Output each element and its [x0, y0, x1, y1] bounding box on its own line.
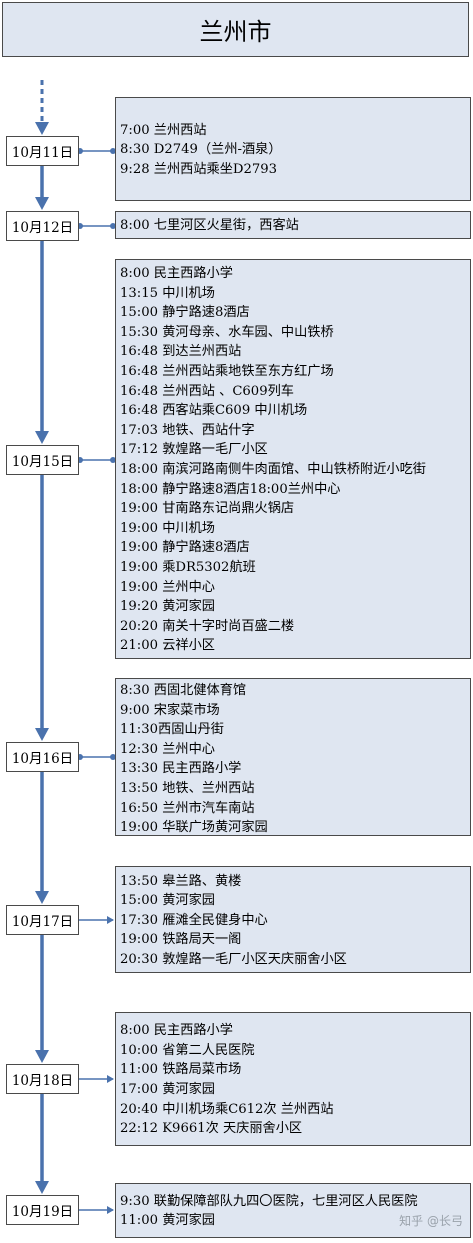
- connector-dot: [110, 754, 116, 760]
- event-item: 10:00 省第二人民医院: [120, 1042, 255, 1058]
- event-item: 19:20 黄河家园: [120, 599, 215, 615]
- event-item: 11:00 黄河家园: [120, 1213, 215, 1229]
- event-item: 17:12 敦煌路一毛厂小区: [120, 442, 268, 458]
- event-box: 7:00 兰州西站 8:30 D2749（兰州-酒泉） 9:28 兰州西站乘坐D27…: [115, 97, 471, 201]
- event-item: 13:30 民主西路小学: [120, 761, 242, 777]
- timeline-arrowhead: [35, 431, 49, 444]
- event-item: 18:00 南滨河路南侧牛肉面馆、中山铁桥附近小吃街: [120, 461, 426, 477]
- event-item: 19:00 静宁路速8酒店: [120, 540, 250, 556]
- timeline-arrowhead: [35, 891, 49, 904]
- event-item: 16:48 到达兰州西站: [120, 344, 242, 360]
- event-item: 19:00 乘DR5302航班: [120, 559, 256, 575]
- event-box: 8:30 西固北健体育馆 9:00 宋家菜市场 11:30西固山丹街 12:30 兰州…: [115, 678, 471, 836]
- event-item: 20:40 中川机场乘C612次 兰州西站: [120, 1101, 334, 1117]
- event-item: 13:50 皋兰路、黄楼: [120, 873, 242, 889]
- event-box: 8:00 民主西路小学 10:00 省第二人民医院 11:00 铁路局菜市场 17:0…: [115, 1012, 471, 1146]
- event-item: 21:00 云祥小区: [120, 638, 215, 654]
- connector-dot: [110, 457, 116, 463]
- event-item: 15:00 黄河家园: [120, 893, 215, 909]
- event-item: 19:00 铁路局天一阁: [120, 932, 242, 948]
- timeline-arrowhead: [35, 122, 49, 135]
- event-item: 11:30西固山丹街: [120, 722, 224, 738]
- city-title: 兰州市: [2, 2, 469, 57]
- event-item: 11:00 铁路局菜市场: [120, 1062, 242, 1078]
- event-box: 9:30 联勤保障部队九四〇医院，七里河区人民医院 11:00 黄河家园: [115, 1183, 471, 1238]
- event-item: 13:15 中川机场: [120, 285, 215, 301]
- date-label: 10月17日: [6, 905, 79, 935]
- date-label: 10月18日: [6, 1064, 79, 1094]
- event-item: 8:30 D2749（兰州-酒泉）: [120, 142, 282, 158]
- event-item: 16:48 兰州西站 、C609列车: [120, 383, 294, 399]
- connector-dot: [110, 223, 116, 229]
- event-item: 19:00 兰州中心: [120, 579, 215, 595]
- event-item: 19:00 甘南路东记尚鼎火锅店: [120, 501, 295, 517]
- event-item: 12:30 兰州中心: [120, 741, 215, 757]
- timeline-arrowhead: [35, 197, 49, 210]
- date-label: 10月11日: [6, 136, 79, 166]
- timeline-arrowhead: [35, 1181, 49, 1194]
- event-box: 13:50 皋兰路、黄楼 15:00 黄河家园 17:30 雁滩全民健身中心 19:0…: [115, 866, 471, 973]
- event-box: 8:00 民主西路小学 13:15 中川机场 15:00 静宁路速8酒店 15:30 …: [115, 259, 471, 659]
- event-item: 18:00 静宁路速8酒店18:00兰州中心: [120, 481, 341, 497]
- event-item: 8:00 民主西路小学: [120, 1023, 233, 1039]
- date-label: 10月16日: [6, 742, 79, 772]
- event-item: 19:00 中川机场: [120, 520, 215, 536]
- event-item: 8:00 民主西路小学: [120, 266, 233, 281]
- event-item: 9:28 兰州西站乘坐D2793: [120, 161, 278, 177]
- event-item: 15:30 黄河母亲、水车园、中山铁桥: [120, 324, 334, 340]
- timeline-arrowhead: [35, 728, 49, 741]
- timeline-arrowhead: [35, 1050, 49, 1063]
- event-item: 9:30 联勤保障部队九四〇医院，七里河区人民医院: [120, 1193, 418, 1209]
- event-item: 8:30 西固北健体育馆: [120, 683, 247, 698]
- date-label: 10月19日: [6, 1195, 79, 1225]
- event-item: 20:30 敦煌路一毛厂小区天庆丽舍小区: [120, 951, 347, 967]
- event-item: 17:00 黄河家园: [120, 1081, 215, 1097]
- event-item: 17:03 地铁、西站什字: [120, 422, 255, 438]
- event-item: 7:00 兰州西站: [120, 122, 207, 138]
- event-item: 13:50 地铁、兰州西站: [120, 780, 255, 796]
- event-item: 15:00 静宁路速8酒店: [120, 305, 250, 321]
- date-label: 10月12日: [6, 211, 79, 241]
- connector-dot: [110, 148, 116, 154]
- connector-arrowhead: [107, 1206, 114, 1214]
- event-item: 8:00 七里河区火星街，西客站: [120, 218, 299, 234]
- connector-arrowhead: [107, 916, 114, 924]
- event-item: 16:48 兰州西站乘地铁至东方红广场: [120, 363, 334, 379]
- watermark: 知乎 @长弓: [399, 1214, 463, 1228]
- event-item: 22:12 K9661次 天庆丽舍小区: [120, 1121, 303, 1137]
- event-box: 8:00 七里河区火星街，西客站: [115, 211, 471, 239]
- event-item: 16:48 西客站乘C609 中川机场: [120, 403, 308, 419]
- connector-arrowhead: [107, 1075, 114, 1083]
- event-item: 16:50 兰州市汽车南站: [120, 800, 255, 816]
- event-item: 19:00 华联广场黄河家园: [120, 820, 268, 836]
- event-item: 17:30 雁滩全民健身中心: [120, 912, 268, 928]
- date-label: 10月15日: [6, 445, 79, 475]
- event-item: 9:00 宋家菜市场: [120, 702, 220, 718]
- event-item: 20:20 南关十字时尚百盛二楼: [120, 618, 295, 634]
